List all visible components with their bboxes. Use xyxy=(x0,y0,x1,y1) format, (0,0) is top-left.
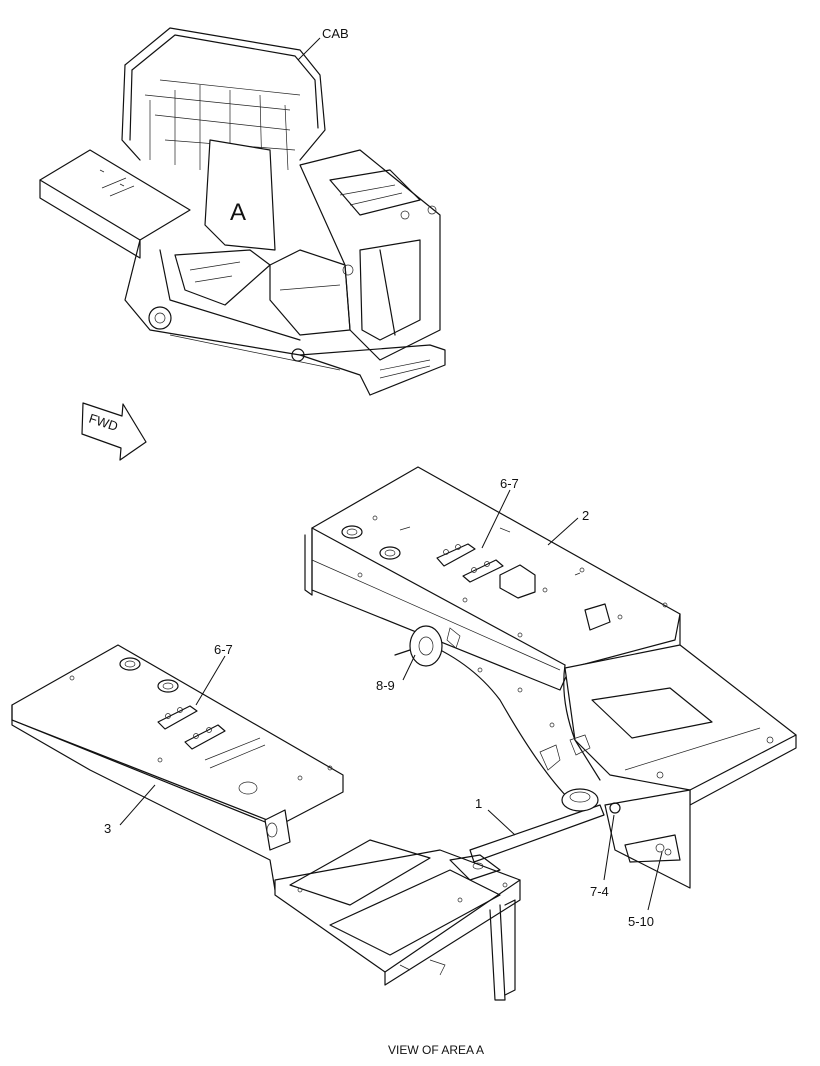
leader-7-4 xyxy=(603,814,615,881)
cab-label: CAB xyxy=(322,26,349,41)
leader-2 xyxy=(547,517,579,546)
label-8-9: 8-9 xyxy=(376,678,395,693)
area-a-label: A xyxy=(230,199,246,226)
label-6-7-left: 6-7 xyxy=(214,642,233,657)
leader-6-7-left xyxy=(195,655,226,706)
cab-leader xyxy=(297,37,321,61)
label-7-4: 7-4 xyxy=(590,884,609,899)
leader-5-10 xyxy=(647,851,663,911)
leader-6-7-right xyxy=(481,489,511,549)
leader-8-9 xyxy=(402,654,416,681)
label-2: 2 xyxy=(582,508,589,523)
label-6-7-right: 6-7 xyxy=(500,476,519,491)
label-5-10: 5-10 xyxy=(628,914,654,929)
lower-platform xyxy=(274,839,521,1001)
leader-3 xyxy=(119,784,156,826)
leader-1 xyxy=(487,809,516,836)
machine-overview: A xyxy=(39,27,446,396)
label-1: 1 xyxy=(475,796,482,811)
fwd-arrow: FWD xyxy=(81,402,147,461)
view-caption: VIEW OF AREA A xyxy=(388,1043,484,1057)
frame-part-3 xyxy=(11,644,344,891)
label-3: 3 xyxy=(104,821,111,836)
frame-part-1 xyxy=(394,625,797,889)
